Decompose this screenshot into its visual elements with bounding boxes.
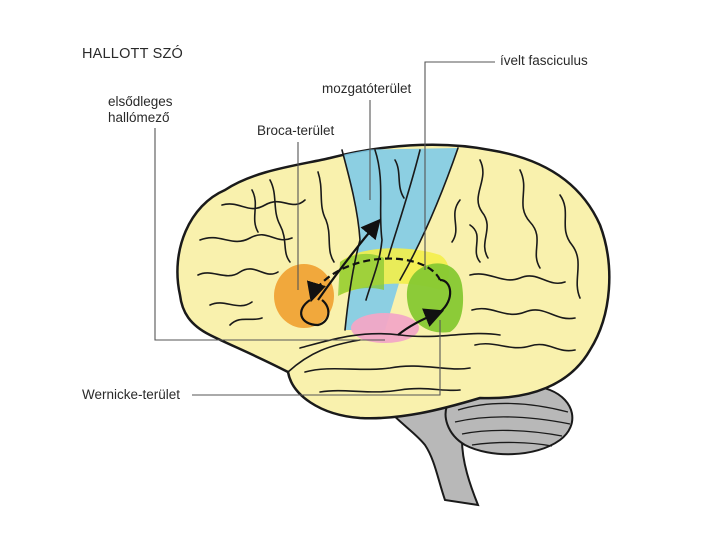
leader-arcuate [424, 61, 495, 270]
leader-wernicke [192, 320, 441, 396]
leader-lines [154, 61, 495, 396]
diagram-title: HALLOTT SZÓ [82, 46, 184, 62]
broca-to-motor-path [317, 218, 381, 301]
label-primary-auditory: elsődleges hallómező [108, 94, 173, 126]
cerebellum [444, 382, 574, 456]
label-motor: mozgatóterület [322, 81, 412, 96]
arcuate-fasciculus-path [306, 257, 442, 303]
label-primary-auditory-line1: elsődleges [108, 94, 173, 109]
label-broca: Broca-terület [257, 123, 335, 138]
overlap-green [338, 253, 384, 296]
wernicke-loop-path [439, 278, 452, 313]
gyri-lines [197, 147, 581, 393]
auditory-to-wernicke-path [397, 308, 445, 336]
label-arcuate: ívelt fasciculus [500, 53, 588, 68]
broca-area [274, 264, 334, 328]
wernicke-area [406, 263, 464, 333]
pathway-arrows [300, 218, 452, 336]
label-wernicke: Wernicke-terület [82, 387, 181, 402]
broca-loop-path [300, 299, 330, 327]
leader-primary-auditory [154, 128, 385, 341]
label-primary-auditory-line2: hallómező [108, 110, 170, 125]
